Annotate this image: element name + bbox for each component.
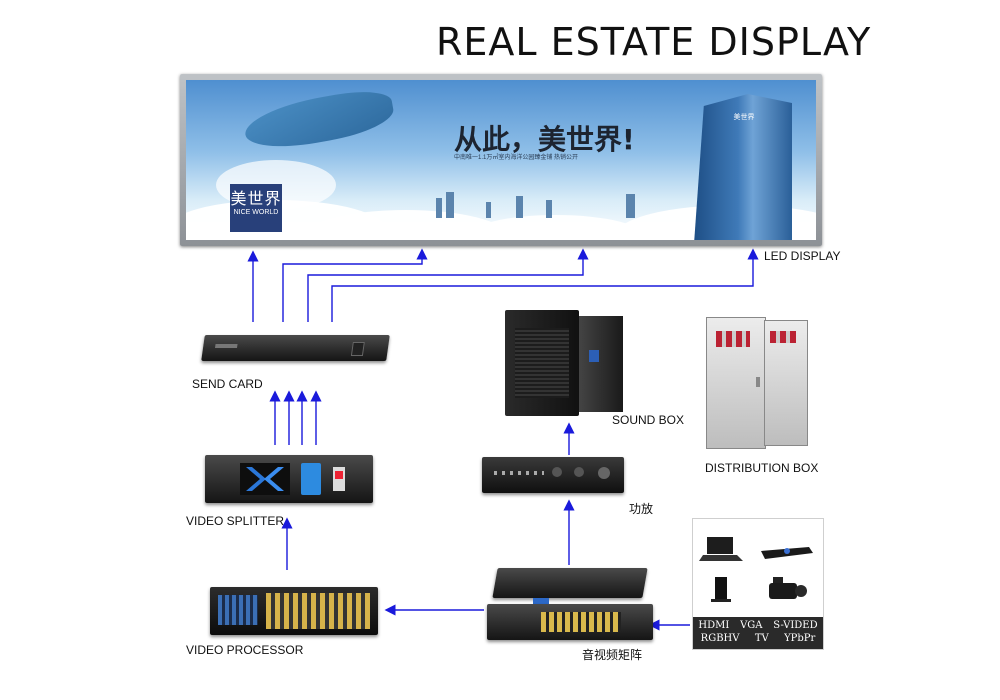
signal-ypbpr: YPbPr <box>784 633 816 644</box>
arrow-send-to-led-3 <box>307 248 589 322</box>
video-splitter-label: VIDEO SPLITTER <box>186 514 285 528</box>
signal-vga: VGA <box>740 620 763 631</box>
send-card-label: SEND CARD <box>192 377 263 391</box>
splitter-logo-icon <box>246 467 284 491</box>
av-matrix-device <box>487 568 653 642</box>
building-image <box>694 94 792 240</box>
signal-tv: TV <box>754 633 769 644</box>
arrow-send-to-led-4 <box>331 248 759 322</box>
led-screen: 美世界 从此，美世界! 中南唯一1.1万㎡室内海洋公园臻金铺 热销公开 美世界 … <box>186 80 816 240</box>
amplifier-label: 功放 <box>629 502 654 516</box>
signal-s-video: S-VIDED <box>773 620 818 631</box>
building-logo: 美世界 <box>733 114 755 121</box>
video-splitter-device <box>205 455 373 503</box>
tv-box-icon <box>711 577 731 602</box>
led-display: 美世界 从此，美世界! 中南唯一1.1万㎡室内海洋公园臻金铺 热销公开 美世界 … <box>180 74 822 246</box>
led-sub-slogan: 中南唯一1.1万㎡室内海洋公园臻金铺 热销公开 <box>454 155 579 161</box>
sound-box-device <box>505 308 623 418</box>
dvd-player-icon <box>761 547 813 559</box>
brand-logo: 美世界 NICE WORLD <box>230 184 282 232</box>
arrow-send-to-led-2 <box>282 248 428 322</box>
laptop-icon <box>699 537 743 561</box>
brand-logo-sub: NICE WORLD <box>233 209 279 217</box>
distribution-box-label: DISTRIBUTION BOX <box>705 461 819 475</box>
video-processor-device <box>210 587 378 635</box>
diagram-title: REAL ESTATE DISPLAY <box>436 20 872 64</box>
camera-icon <box>769 577 807 599</box>
send-card-device <box>201 335 390 361</box>
sound-box-label: SOUND BOX <box>612 413 685 427</box>
amplifier-device <box>482 457 624 493</box>
signal-row-2: RGBHV TV YPbPr <box>693 631 823 644</box>
distribution-box-device <box>706 317 808 451</box>
led-display-label: LED DISPLAY <box>764 249 841 263</box>
signal-row-1: HDMI VGA S-VIDED <box>693 617 823 631</box>
brand-logo-text: 美世界 <box>230 191 282 208</box>
av-matrix-label: 音视频矩阵 <box>582 648 643 662</box>
signal-types-bar: HDMI VGA S-VIDED RGBHV TV YPbPr <box>693 617 823 649</box>
signal-hdmi: HDMI <box>698 620 730 631</box>
signal-rgbhv: RGBHV <box>700 633 740 644</box>
video-processor-label: VIDEO PROCESSOR <box>186 643 304 657</box>
source-devices-icons <box>699 537 813 602</box>
led-slogan: 从此，美世界! <box>454 123 635 156</box>
signal-sources-panel: HDMI VGA S-VIDED RGBHV TV YPbPr <box>692 518 824 650</box>
